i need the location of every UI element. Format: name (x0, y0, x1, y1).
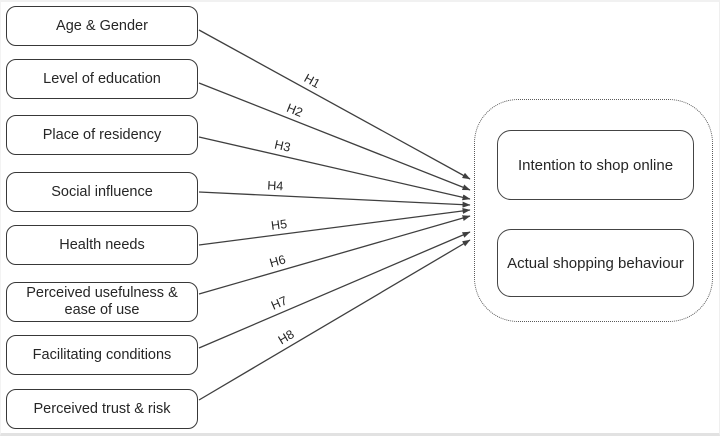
outcome-box-actual-behaviour: Actual shopping behaviour (497, 229, 694, 297)
predictor-label: Perceived usefulness & ease of use (26, 285, 178, 318)
arrow-h4 (198, 191, 471, 208)
predictor-box-place-of-residency: Place of residency (6, 115, 198, 155)
predictor-label: Perceived trust & risk (33, 400, 171, 417)
arrow-label-h1: H1 (302, 71, 323, 91)
predictor-label: Social influence (51, 183, 153, 200)
arrow-label-h2: H2 (285, 101, 305, 120)
arrow-label-h6: H6 (268, 252, 287, 270)
arrow-label-h7: H7 (269, 294, 289, 313)
arrow-label-h5: H5 (270, 217, 288, 233)
arrow-label-h4: H4 (267, 179, 284, 194)
predictor-box-level-of-education: Level of education (6, 59, 198, 99)
outcome-label: Actual shopping behaviour (507, 254, 684, 272)
outcome-box-intention: Intention to shop online (497, 130, 694, 200)
arrow-h5 (198, 207, 471, 246)
predictor-box-usefulness-ease: Perceived usefulness & ease of use (6, 282, 198, 322)
predictor-box-facilitating-conditions: Facilitating conditions (6, 335, 198, 375)
predictor-box-age-gender: Age & Gender (6, 6, 198, 46)
predictor-box-social-influence: Social influence (6, 172, 198, 212)
arrow-h3 (198, 136, 471, 201)
arrow-h2 (198, 82, 471, 191)
arrow-h6 (198, 215, 471, 295)
predictor-box-health-needs: Health needs (6, 225, 198, 265)
predictor-label: Place of residency (42, 126, 162, 143)
arrow-h8 (198, 239, 471, 401)
arrow-label-h8: H8 (276, 327, 297, 347)
predictor-label: Level of education (43, 70, 161, 87)
predictor-box-perceived-trust-risk: Perceived trust & risk (6, 389, 198, 429)
outcome-label: Intention to shop online (517, 156, 674, 174)
arrow-label-h3: H3 (273, 138, 292, 155)
predictor-label: Health needs (59, 236, 145, 253)
predictor-label: Age & Gender (56, 17, 148, 34)
predictor-label: Facilitating conditions (32, 346, 172, 363)
arrow-h1 (198, 29, 471, 180)
arrow-h7 (198, 231, 471, 349)
